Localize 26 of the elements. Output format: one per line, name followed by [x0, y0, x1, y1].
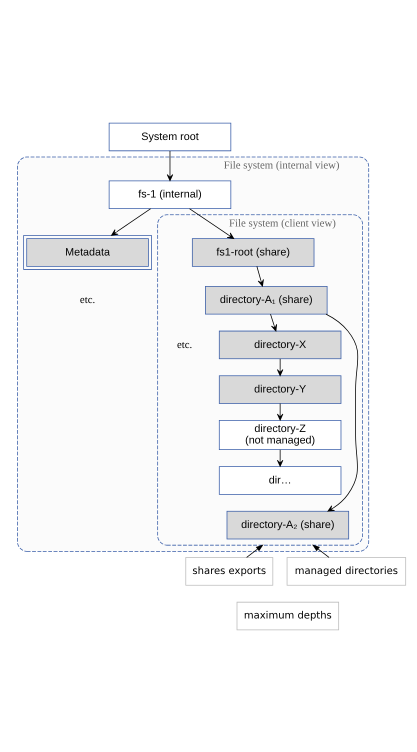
node-box: dir… [218, 466, 342, 494]
arrow [276, 448, 284, 466]
arrow [270, 313, 278, 331]
node-box: managed directories [286, 556, 406, 586]
node-box: System root [108, 122, 232, 151]
node-box: shares exports [185, 556, 274, 586]
arrow [276, 358, 284, 376]
node-box: directory-Y [218, 374, 342, 404]
arrow [326, 313, 358, 512]
label: etc. [176, 338, 192, 350]
label: etc. [80, 294, 96, 306]
node-box: fs-1 (internal) [108, 180, 232, 208]
arrow [256, 266, 264, 286]
node-box: Metadata [23, 234, 152, 270]
node-box: directory-A₂ (share) [226, 510, 350, 539]
arrow [276, 402, 284, 420]
node-box: directory-X [218, 330, 342, 359]
arrow [189, 208, 234, 238]
node-box: maximum depths [236, 601, 340, 630]
node-box: directory-A₁ (share) [205, 286, 328, 314]
arrow [166, 150, 174, 181]
node-box: fs1-root (share) [192, 238, 314, 266]
arrow [312, 544, 330, 558]
arrow [246, 544, 264, 558]
arrow [111, 208, 152, 236]
node-box: directory-Z (not managed) [218, 420, 342, 450]
